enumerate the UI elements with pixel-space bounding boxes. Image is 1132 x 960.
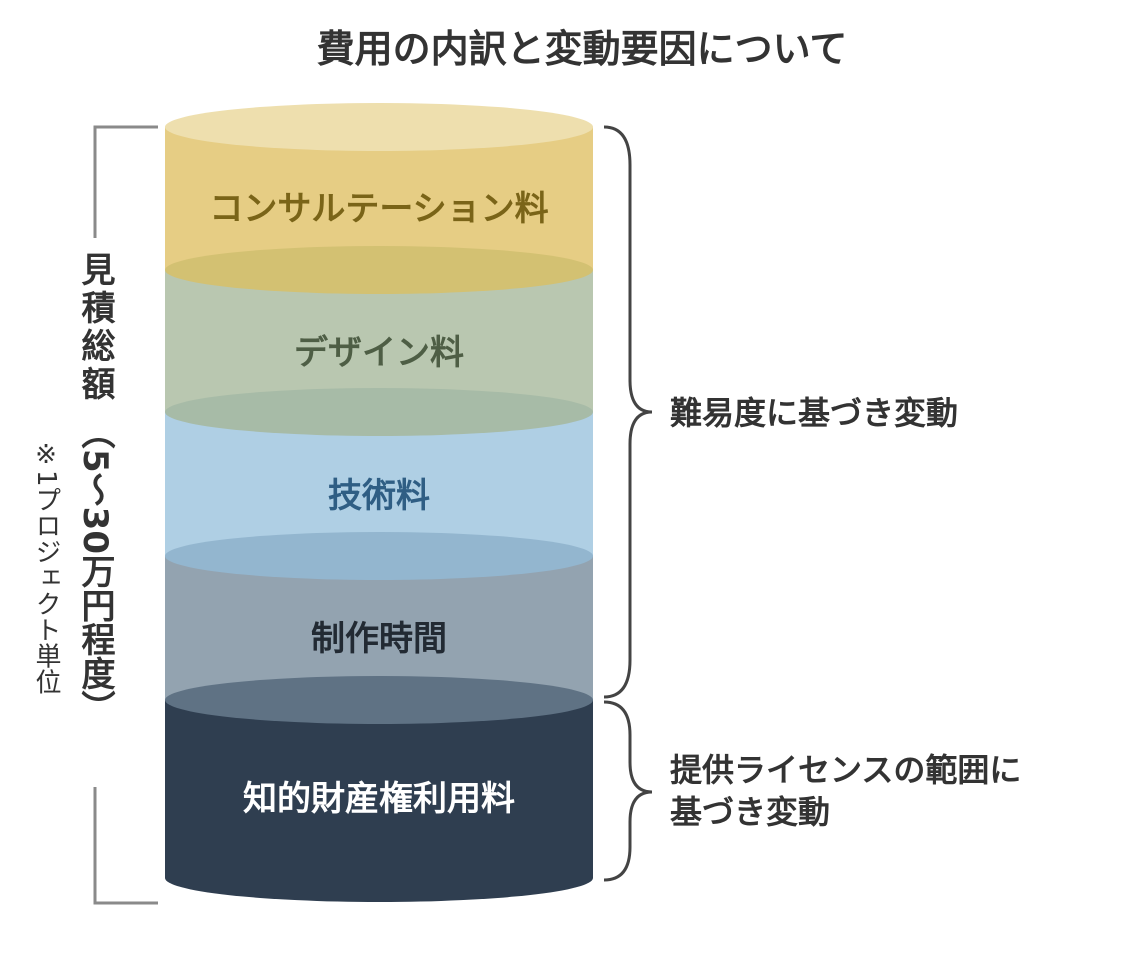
license-factor-label-line1: 提供ライセンスの範囲に [670,751,1021,789]
layer-2-label: デザイン料 [294,333,464,373]
total-range: （5～30万円程度） [75,415,115,724]
total-label: 見積総額 [75,252,115,404]
layer-4-top [165,532,593,580]
layer-5-body [165,700,593,902]
total-bracket-top [93,125,158,238]
license-brace [603,700,653,882]
difficulty-brace [603,125,653,699]
layer-4-label: 制作時間 [311,619,447,659]
total-bracket-bottom [93,787,158,905]
layer-5: 知的財産権利用料 [165,676,593,902]
layer-2-top [165,246,593,294]
factor-braces [603,125,653,882]
layer-1-label: コンサルテーション料 [209,189,548,229]
license-factor-label-line2: 基づき変動 [670,793,830,831]
layer-3-top [165,388,593,436]
layer-5-top [165,676,593,724]
layer-5-label: 知的財産権利用料 [243,779,515,819]
total-bracket [93,125,158,905]
difficulty-factor-label: 難易度に基づき変動 [670,394,958,432]
layer-3-label: 技術料 [328,476,430,516]
diagram-title: 費用の内訳と変動要因について [317,27,848,71]
layer-1-top [165,103,593,151]
total-note: ※1プロジェクト単位 [31,440,61,695]
